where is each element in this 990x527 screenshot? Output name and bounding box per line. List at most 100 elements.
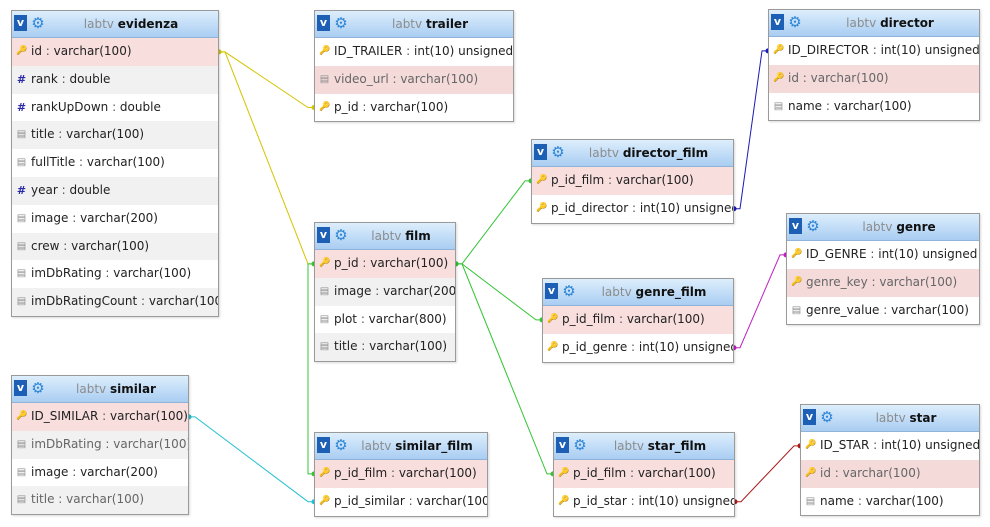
table-similar[interactable]: v ⚙ labtv similar 🔑ID_SIMILAR : varchar(… — [11, 375, 189, 516]
key-icon: 🔑 — [773, 72, 785, 83]
column-row-p-id[interactable]: 🔑p_id : varchar(100) — [315, 250, 455, 278]
relation-line — [735, 445, 800, 503]
column-row-id-trailer[interactable]: 🔑ID_TRAILER : int(10) unsigned — [315, 38, 513, 66]
gear-icon[interactable]: ⚙ — [334, 14, 348, 32]
toggle-button[interactable]: v — [14, 380, 27, 396]
toggle-button[interactable]: v — [317, 15, 330, 31]
column-row-p-id-film[interactable]: 🔑p_id_film : varchar(100) — [315, 460, 487, 488]
column-separator: : — [869, 438, 882, 452]
column-row-name[interactable]: ▤name : varchar(100) — [801, 487, 979, 516]
column-row-plot[interactable]: ▤plot : varchar(800) — [315, 305, 455, 334]
column-row-id[interactable]: 🔑id : varchar(100) — [801, 459, 979, 488]
column-row-p-id[interactable]: 🔑p_id : varchar(100) — [315, 93, 513, 122]
column-row-id-star[interactable]: 🔑ID_STAR : int(10) unsigned — [801, 432, 979, 460]
column-row-imdbrating[interactable]: ▤imDbRating : varchar(100) — [12, 260, 218, 289]
gear-icon[interactable]: ⚙ — [31, 14, 45, 32]
column-type: varchar(100) — [891, 302, 969, 317]
table-header[interactable]: v ⚙ labtv genre_film — [543, 279, 733, 306]
column-row-year[interactable]: #year : double — [12, 176, 218, 205]
column-name: p_id_film — [573, 466, 627, 480]
table-header[interactable]: v ⚙ labtv director — [769, 10, 979, 37]
column-separator: : — [866, 247, 879, 261]
column-row-rank[interactable]: #rank : double — [12, 65, 218, 94]
column-name: ID_SIMILAR — [31, 409, 99, 423]
gear-icon[interactable]: ⚙ — [562, 282, 576, 300]
column-row-p-id-film[interactable]: 🔑p_id_film : varchar(100) — [532, 167, 733, 195]
gear-icon[interactable]: ⚙ — [806, 217, 820, 235]
toggle-button[interactable]: v — [771, 14, 784, 30]
table-director[interactable]: v ⚙ labtv director 🔑ID_DIRECTOR : int(10… — [768, 9, 980, 122]
column-row-p-id-genre[interactable]: 🔑p_id_genre : int(10) unsigned — [543, 333, 733, 362]
column-row-name[interactable]: ▤name : varchar(100) — [769, 92, 979, 121]
table-genre-film[interactable]: v ⚙ labtv genre_film 🔑p_id_film : varcha… — [542, 278, 734, 363]
table-evidenza[interactable]: v ⚙ labtv evidenza 🔑id : varchar(100)#ra… — [11, 10, 219, 317]
toggle-button[interactable]: v — [14, 15, 27, 31]
toggle-button[interactable]: v — [545, 283, 558, 299]
column-row-fulltitle[interactable]: ▤fullTitle : varchar(100) — [12, 149, 218, 177]
table-header[interactable]: v ⚙ labtv similar_film — [315, 433, 487, 460]
table-header[interactable]: v ⚙ labtv trailer — [315, 11, 513, 38]
database-name: labtv — [588, 146, 619, 160]
column-row-title[interactable]: ▤title : varchar(100) — [315, 333, 455, 362]
toggle-button[interactable]: v — [789, 218, 802, 234]
column-row-p-id-director[interactable]: 🔑p_id_director : int(10) unsigned — [532, 194, 733, 223]
column-row-crew[interactable]: ▤crew : varchar(100) — [12, 232, 218, 261]
column-type: varchar(100) — [400, 71, 479, 86]
table-header[interactable]: v ⚙ labtv star — [801, 405, 979, 432]
table-film[interactable]: v ⚙ labtv film 🔑p_id : varchar(100)▤imag… — [314, 222, 456, 363]
column-row-id-genre[interactable]: 🔑ID_GENRE : int(10) unsigned — [787, 241, 979, 269]
table-genre[interactable]: v ⚙ labtv genre 🔑ID_GENRE : int(10) unsi… — [786, 213, 980, 326]
gear-icon[interactable]: ⚙ — [31, 379, 45, 397]
toggle-button[interactable]: v — [534, 144, 547, 160]
toggle-button[interactable]: v — [317, 227, 330, 243]
column-row-id-director[interactable]: 🔑ID_DIRECTOR : int(10) unsigned — [769, 37, 979, 65]
text-icon: ▤ — [319, 285, 330, 297]
gear-icon[interactable]: ⚙ — [820, 408, 834, 426]
table-trailer[interactable]: v ⚙ labtv trailer 🔑ID_TRAILER : int(10) … — [314, 10, 514, 123]
key-icon: 🔑 — [558, 468, 570, 478]
table-similar-film[interactable]: v ⚙ labtv similar_film 🔑p_id_film : varc… — [314, 432, 488, 517]
table-header[interactable]: v ⚙ labtv star_film — [554, 433, 734, 460]
column-row-title[interactable]: ▤title : varchar(100) — [12, 486, 188, 515]
column-separator: : — [371, 283, 384, 298]
hash-icon: # — [16, 183, 27, 197]
table-title: labtv star — [801, 405, 979, 431]
column-row-rankupdown[interactable]: #rankUpDown : double — [12, 93, 218, 122]
column-row-p-id-star[interactable]: 🔑p_id_star : int(10) unsigned — [554, 487, 734, 516]
column-row-id-similar[interactable]: 🔑ID_SIMILAR : varchar(100) — [12, 403, 188, 431]
column-row-imdbrating[interactable]: ▤imDbRating : varchar(100) — [12, 430, 188, 459]
column-row-genre-key[interactable]: 🔑genre_key : varchar(100) — [787, 268, 979, 297]
toggle-button[interactable]: v — [803, 409, 816, 425]
column-row-image[interactable]: ▤image : varchar(200) — [12, 204, 218, 233]
column-row-genre-value[interactable]: ▤genre_value : varchar(100) — [787, 296, 979, 325]
table-header[interactable]: v ⚙ labtv film — [315, 223, 455, 250]
column-name: video_url — [334, 71, 389, 86]
column-name: title — [31, 492, 55, 507]
table-director-film[interactable]: v ⚙ labtv director_film 🔑p_id_film : var… — [531, 139, 734, 224]
gear-icon[interactable]: ⚙ — [334, 436, 348, 454]
toggle-button[interactable]: v — [556, 437, 569, 453]
gear-icon[interactable]: ⚙ — [788, 13, 802, 31]
toggle-button[interactable]: v — [317, 437, 330, 453]
table-header[interactable]: v ⚙ labtv genre — [787, 214, 979, 241]
table-header[interactable]: v ⚙ labtv evidenza — [12, 11, 218, 38]
column-row-video-url[interactable]: ▤video_url : varchar(100) — [315, 65, 513, 94]
column-row-image[interactable]: ▤image : varchar(200) — [12, 458, 188, 487]
column-row-imdbratingcount[interactable]: ▤imDbRatingCount : varchar(100) — [12, 288, 218, 316]
column-row-p-id-film[interactable]: 🔑p_id_film : varchar(100) — [543, 306, 733, 334]
column-row-id[interactable]: 🔑id : varchar(100) — [12, 38, 218, 66]
table-title: labtv genre — [787, 214, 979, 240]
table-star[interactable]: v ⚙ labtv star 🔑ID_STAR : int(10) unsign… — [800, 404, 980, 517]
text-icon: ▤ — [16, 240, 27, 252]
table-header[interactable]: v ⚙ labtv similar — [12, 376, 188, 403]
table-star-film[interactable]: v ⚙ labtv star_film 🔑p_id_film : varchar… — [553, 432, 735, 517]
gear-icon[interactable]: ⚙ — [551, 143, 565, 161]
gear-icon[interactable]: ⚙ — [573, 436, 587, 454]
column-row-id[interactable]: 🔑id : varchar(100) — [769, 64, 979, 93]
column-row-p-id-similar[interactable]: 🔑p_id_similar : varchar(100) — [315, 487, 487, 516]
table-header[interactable]: v ⚙ labtv director_film — [532, 140, 733, 167]
column-row-p-id-film[interactable]: 🔑p_id_film : varchar(100) — [554, 460, 734, 488]
column-row-title[interactable]: ▤title : varchar(100) — [12, 121, 218, 150]
gear-icon[interactable]: ⚙ — [334, 226, 348, 244]
column-row-image[interactable]: ▤image : varchar(200) — [315, 277, 455, 306]
